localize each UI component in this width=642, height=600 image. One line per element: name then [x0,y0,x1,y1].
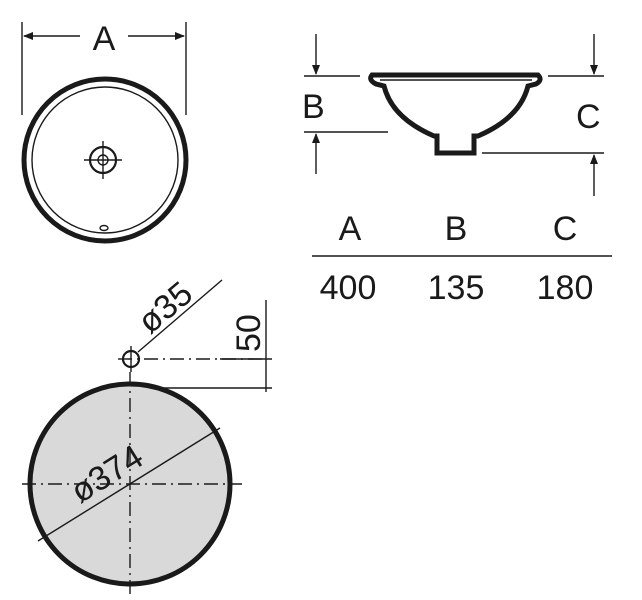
cutout-diameter-line [37,427,221,542]
basin-outer-rim [21,76,189,244]
tap-hole-diameter-label: ø35 [131,274,200,341]
b-dimension-label: B [302,88,325,126]
table-header-a: A [339,210,362,248]
basin-inner-bowl [31,86,179,234]
basin-profile [368,72,543,156]
drain-icon [84,141,122,179]
dimension-table: A B C 400 135 180 [312,210,612,307]
cutout-view: ø35 50 ø374 [22,274,272,596]
table-value-a: 400 [320,269,377,307]
overflow-hole [99,224,109,232]
table-header-b: B [445,210,468,248]
tap-hole-leader [137,279,223,353]
table-value-b: 135 [428,269,485,307]
tap-hole-offset-label: 50 [230,314,268,352]
c-dimension-label: C [576,98,601,136]
side-view: B C [302,34,604,196]
top-view: A [21,20,189,244]
table-value-c: 180 [537,269,594,307]
table-header-c: C [553,210,578,248]
a-dimension-label: A [93,20,116,58]
